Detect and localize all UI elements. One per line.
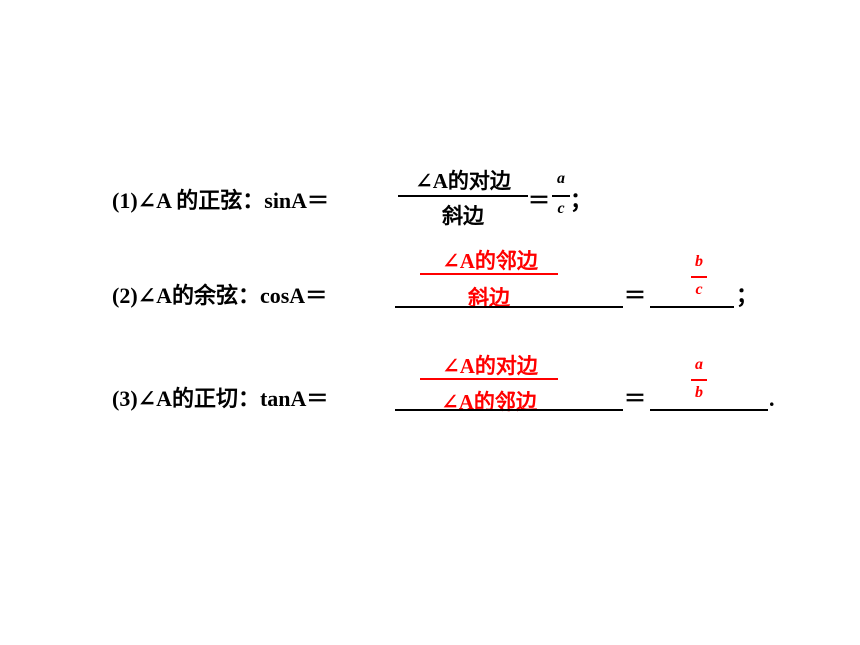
cosine-letter-denominator: c [695, 281, 703, 298]
cosine-answer-denominator: 斜边 [468, 286, 510, 310]
tangent-answer-numerator: ∠A的对边 [442, 354, 538, 378]
sine-label: (1)∠A 的正弦：sinA＝ [112, 188, 330, 213]
sine-fraction-words: ∠A的对边 [398, 165, 528, 195]
tangent-answer-bar [420, 378, 558, 380]
tangent-letter-bar [691, 379, 707, 381]
tangent-blank-2 [650, 409, 768, 411]
sine-end: ； [570, 188, 593, 213]
cosine-answer-den-box: 斜边 [420, 282, 558, 312]
cosine-letter-numerator: b [695, 253, 703, 270]
cosine-blank-2 [650, 306, 734, 308]
tangent-letter-fraction: a [690, 356, 708, 374]
cosine-answer-numerator: ∠A的邻边 [442, 249, 538, 273]
sine-equals: ＝ [528, 188, 551, 213]
sine-letter-denominator-box: c [552, 200, 570, 218]
tangent-answer-denominator: ∠A的邻边 [441, 390, 537, 414]
sine-fraction-bar [398, 195, 528, 197]
sine-fraction-letters: a [552, 170, 570, 188]
sine-letter-denominator: c [557, 200, 565, 217]
tangent-end: . [769, 386, 775, 411]
cosine-equals: ＝ [624, 283, 647, 308]
tangent-equals: ＝ [624, 386, 647, 411]
tangent-answer-fraction: ∠A的对边 [420, 350, 560, 380]
tangent-answer-den-box: ∠A的邻边 [420, 386, 558, 416]
tangent-letter-den-box: b [690, 384, 708, 402]
sine-letter-bar [552, 195, 570, 197]
cosine-letter-bar [691, 276, 707, 278]
tangent-letter-denominator: b [695, 384, 703, 401]
sine-denominator: 斜边 [442, 204, 484, 228]
cosine-answer-fraction: ∠A的邻边 [420, 245, 560, 275]
tangent-label: (3)∠A的正切：tanA＝ [112, 386, 329, 411]
sine-letter-numerator: a [557, 170, 565, 187]
cosine-blank-1 [395, 306, 623, 308]
tangent-blank-1 [395, 409, 623, 411]
cosine-letter-den-box: c [690, 281, 708, 299]
sine-numerator: ∠A的对边 [415, 169, 511, 193]
cosine-answer-bar [420, 273, 558, 275]
sine-denominator-box: 斜边 [398, 200, 528, 230]
cosine-label: (2)∠A的余弦：cosA＝ [112, 283, 328, 308]
tangent-letter-numerator: a [695, 356, 703, 373]
cosine-letter-fraction: b [690, 253, 708, 271]
cosine-end: ； [736, 283, 759, 308]
